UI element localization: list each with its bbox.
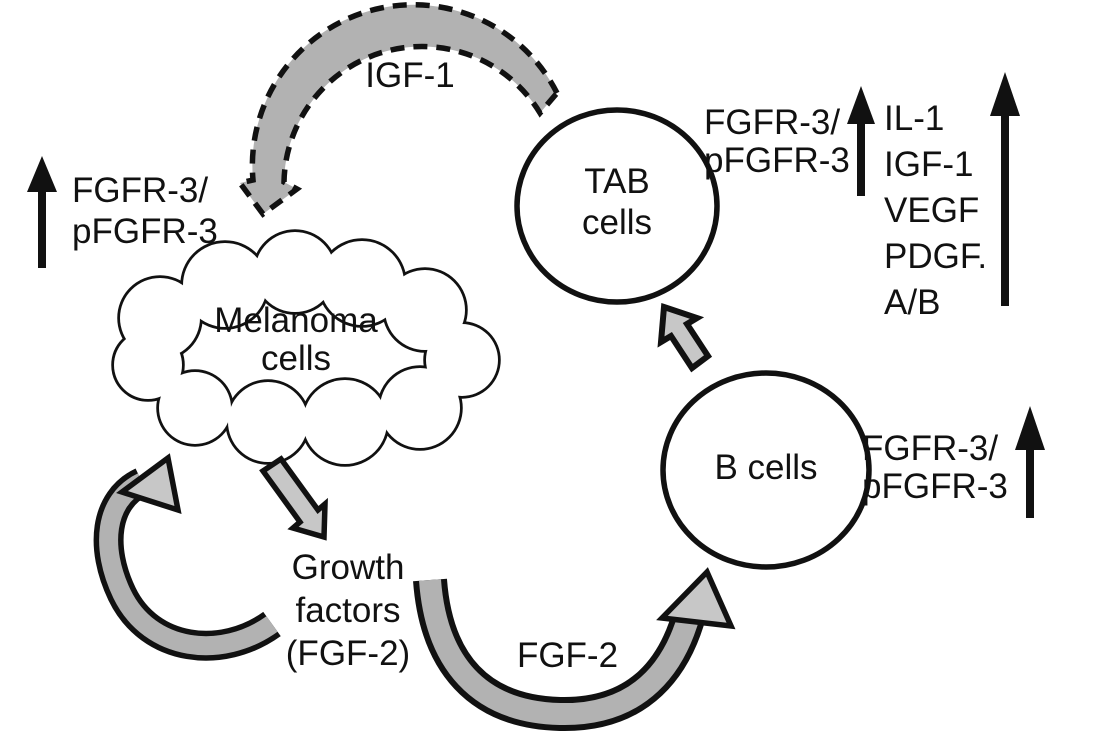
b-cells-label: B cells <box>714 448 818 487</box>
melanoma-to-growth-factors-arrow <box>259 455 328 541</box>
melanoma-receptors-label: FGFR-3/ pFGFR-3 <box>72 171 218 251</box>
tab-cells-circle <box>514 107 720 305</box>
autocrine-loop-arrow <box>93 453 281 661</box>
igf1-arrow-label: IGF-1 <box>365 56 455 95</box>
b-receptors-label: FGFR-3/ pFGFR-3 <box>862 429 1008 506</box>
fgf2-arrowhead <box>656 567 736 630</box>
b-cells-circle <box>660 370 872 570</box>
growth-factors-label: Growth factors (FGF-2) <box>285 548 411 673</box>
igf1-dashed-arrow <box>235 1 561 218</box>
fgf2-curved-arrow <box>413 567 736 732</box>
up-arrow-tab-receptors-icon <box>847 86 875 196</box>
up-arrow-tab-secreted-icon <box>990 72 1020 306</box>
tab-cells-label: TAB cells <box>581 162 653 242</box>
melanoma-cells-label: Melanoma cells <box>214 301 378 378</box>
fgf2-arrow-label: FGF-2 <box>516 636 619 675</box>
autocrine-loop-arrowhead <box>116 453 182 515</box>
b-to-tab-arrow <box>657 302 713 373</box>
tab-secreted-list: IL-1 IGF-1 VEGF PDGF. A/B <box>884 99 988 322</box>
up-arrow-b-receptors-icon <box>1015 406 1045 518</box>
melanoma-cloud-fill <box>114 232 498 464</box>
tab-receptors-label: FGFR-3/ pFGFR-3 <box>704 103 850 180</box>
up-arrow-melanoma-receptors-icon <box>27 156 57 268</box>
